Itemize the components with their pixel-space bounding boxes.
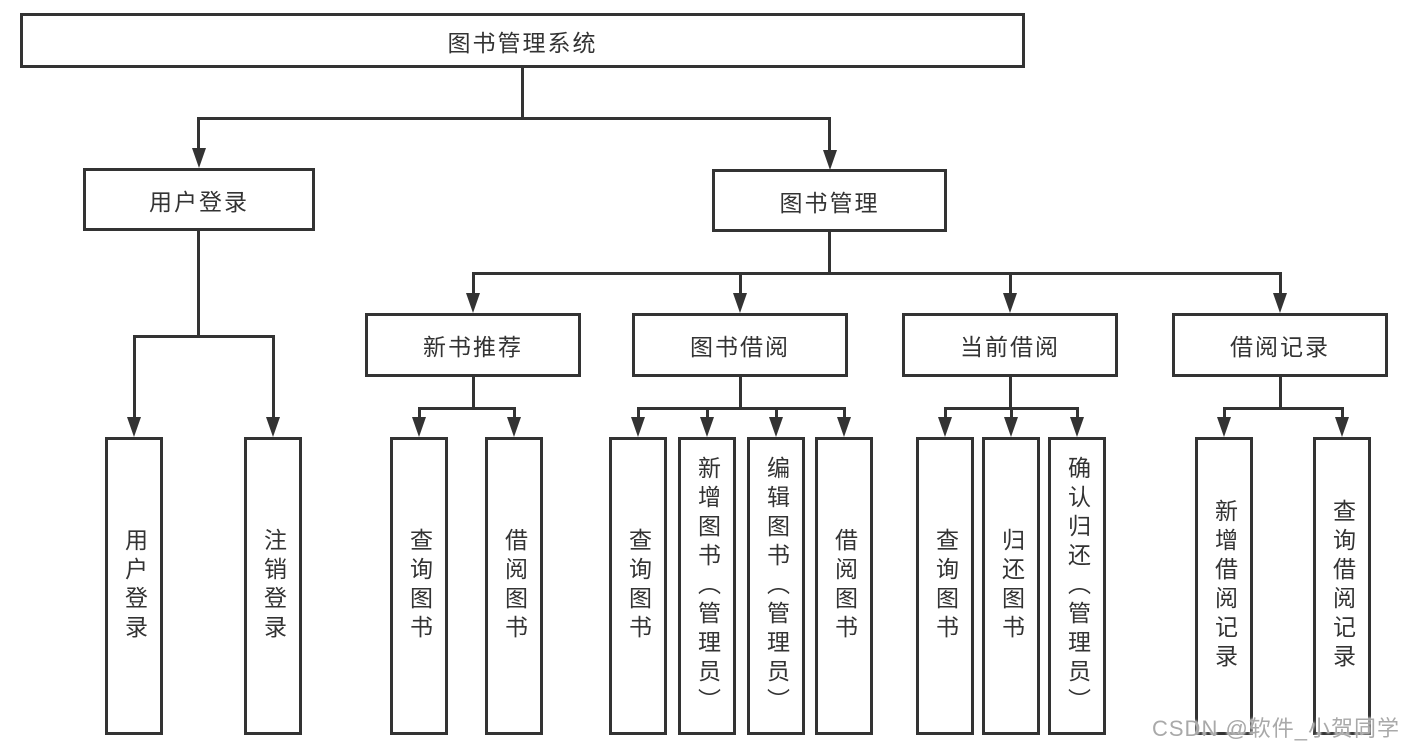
arrowhead-icon xyxy=(823,150,837,170)
connector-line xyxy=(843,407,846,420)
leaf-label: 确认归还（管理员） xyxy=(1064,455,1091,717)
leaf-label: 借阅图书 xyxy=(501,528,528,644)
connector-line xyxy=(1223,407,1226,420)
section-label: 新书推荐 xyxy=(423,334,523,360)
csdn-watermark: CSDN @软件_小贺同学 xyxy=(1152,716,1401,741)
leaf-edit-book-admin: 编辑图书（管理员） xyxy=(747,437,805,735)
leaf-add-borrow-record: 新增借阅记录 xyxy=(1195,437,1253,735)
arrowhead-icon xyxy=(1003,293,1017,313)
connector-line xyxy=(739,272,742,295)
connector-line xyxy=(197,230,200,336)
arrowhead-icon xyxy=(1070,417,1084,437)
leaf-query-book-borrow: 查询图书 xyxy=(609,437,667,735)
connector-line xyxy=(637,407,640,420)
connector-line xyxy=(775,407,778,420)
node-section-current-borrow: 当前借阅 xyxy=(902,313,1118,377)
arrowhead-icon xyxy=(127,417,141,437)
arrowhead-icon xyxy=(733,293,747,313)
arrowhead-icon xyxy=(1335,417,1349,437)
node-root-label: 图书管理系统 xyxy=(447,29,598,56)
connector-line xyxy=(418,407,421,420)
connector-line xyxy=(418,407,515,410)
leaf-borrow-book: 借阅图书 xyxy=(815,437,873,735)
arrowhead-icon xyxy=(466,293,480,313)
leaf-label: 查询图书 xyxy=(932,528,959,644)
leaf-add-book-admin: 新增图书（管理员） xyxy=(678,437,736,735)
node-section-new-book-recommend: 新书推荐 xyxy=(365,313,581,377)
leaf-label: 新增图书（管理员） xyxy=(694,455,721,717)
connector-line xyxy=(197,117,831,120)
connector-line xyxy=(472,272,475,295)
arrowhead-icon xyxy=(1004,417,1018,437)
connector-line xyxy=(1076,407,1079,420)
arrowhead-icon xyxy=(266,417,280,437)
connector-line xyxy=(472,376,475,409)
arrowhead-icon xyxy=(631,417,645,437)
arrowhead-icon xyxy=(507,417,521,437)
connector-line xyxy=(133,335,274,338)
node-user-login-label: 用户登录 xyxy=(149,188,249,215)
leaf-label: 归还图书 xyxy=(998,528,1025,644)
connector-line xyxy=(272,335,275,420)
section-label: 图书借阅 xyxy=(690,334,790,360)
arrowhead-icon xyxy=(769,417,783,437)
node-book-management: 图书管理 xyxy=(712,169,947,232)
leaf-confirm-return-admin: 确认归还（管理员） xyxy=(1048,437,1106,735)
leaf-borrow-book-recommend: 借阅图书 xyxy=(485,437,543,735)
arrowhead-icon xyxy=(1217,417,1231,437)
leaf-label: 查询借阅记录 xyxy=(1329,499,1356,673)
arrowhead-icon xyxy=(412,417,426,437)
leaf-label: 编辑图书（管理员） xyxy=(763,455,790,717)
leaf-label: 查询图书 xyxy=(625,528,652,644)
arrowhead-icon xyxy=(837,417,851,437)
connector-line xyxy=(706,407,709,420)
leaf-label: 查询图书 xyxy=(406,528,433,644)
leaf-query-book-current: 查询图书 xyxy=(916,437,974,735)
leaf-label: 用户登录 xyxy=(121,528,148,644)
connector-line xyxy=(133,335,136,420)
leaf-logout: 注销登录 xyxy=(244,437,302,735)
connector-line xyxy=(1010,407,1013,420)
connector-line xyxy=(637,407,845,410)
connector-line xyxy=(828,230,831,275)
leaf-label: 新增借阅记录 xyxy=(1211,499,1238,673)
leaf-label: 注销登录 xyxy=(260,528,287,644)
node-root: 图书管理系统 xyxy=(20,13,1025,68)
connector-line xyxy=(1279,272,1282,295)
arrowhead-icon xyxy=(1273,293,1287,313)
connector-line xyxy=(739,376,742,409)
leaf-label: 借阅图书 xyxy=(831,528,858,644)
connector-line xyxy=(472,272,1282,275)
node-section-book-borrow: 图书借阅 xyxy=(632,313,848,377)
leaf-user-login: 用户登录 xyxy=(105,437,163,735)
arrowhead-icon xyxy=(700,417,714,437)
connector-line xyxy=(944,407,947,420)
node-user-login: 用户登录 xyxy=(83,168,315,231)
connector-line xyxy=(1009,376,1012,409)
leaf-query-borrow-record: 查询借阅记录 xyxy=(1313,437,1371,735)
connector-line xyxy=(513,407,516,420)
arrowhead-icon xyxy=(938,417,952,437)
connector-line xyxy=(828,117,831,153)
node-section-borrow-record: 借阅记录 xyxy=(1172,313,1388,377)
section-label: 借阅记录 xyxy=(1230,334,1330,360)
connector-line xyxy=(197,117,200,151)
connector-line xyxy=(1279,376,1282,409)
connector-line xyxy=(1223,407,1343,410)
arrowhead-icon xyxy=(192,148,206,168)
section-label: 当前借阅 xyxy=(960,334,1060,360)
leaf-query-book-recommend: 查询图书 xyxy=(390,437,448,735)
node-book-management-label: 图书管理 xyxy=(779,189,880,216)
connector-line xyxy=(521,66,524,119)
leaf-return-book: 归还图书 xyxy=(982,437,1040,735)
connector-line xyxy=(1341,407,1344,420)
connector-line xyxy=(1009,272,1012,295)
